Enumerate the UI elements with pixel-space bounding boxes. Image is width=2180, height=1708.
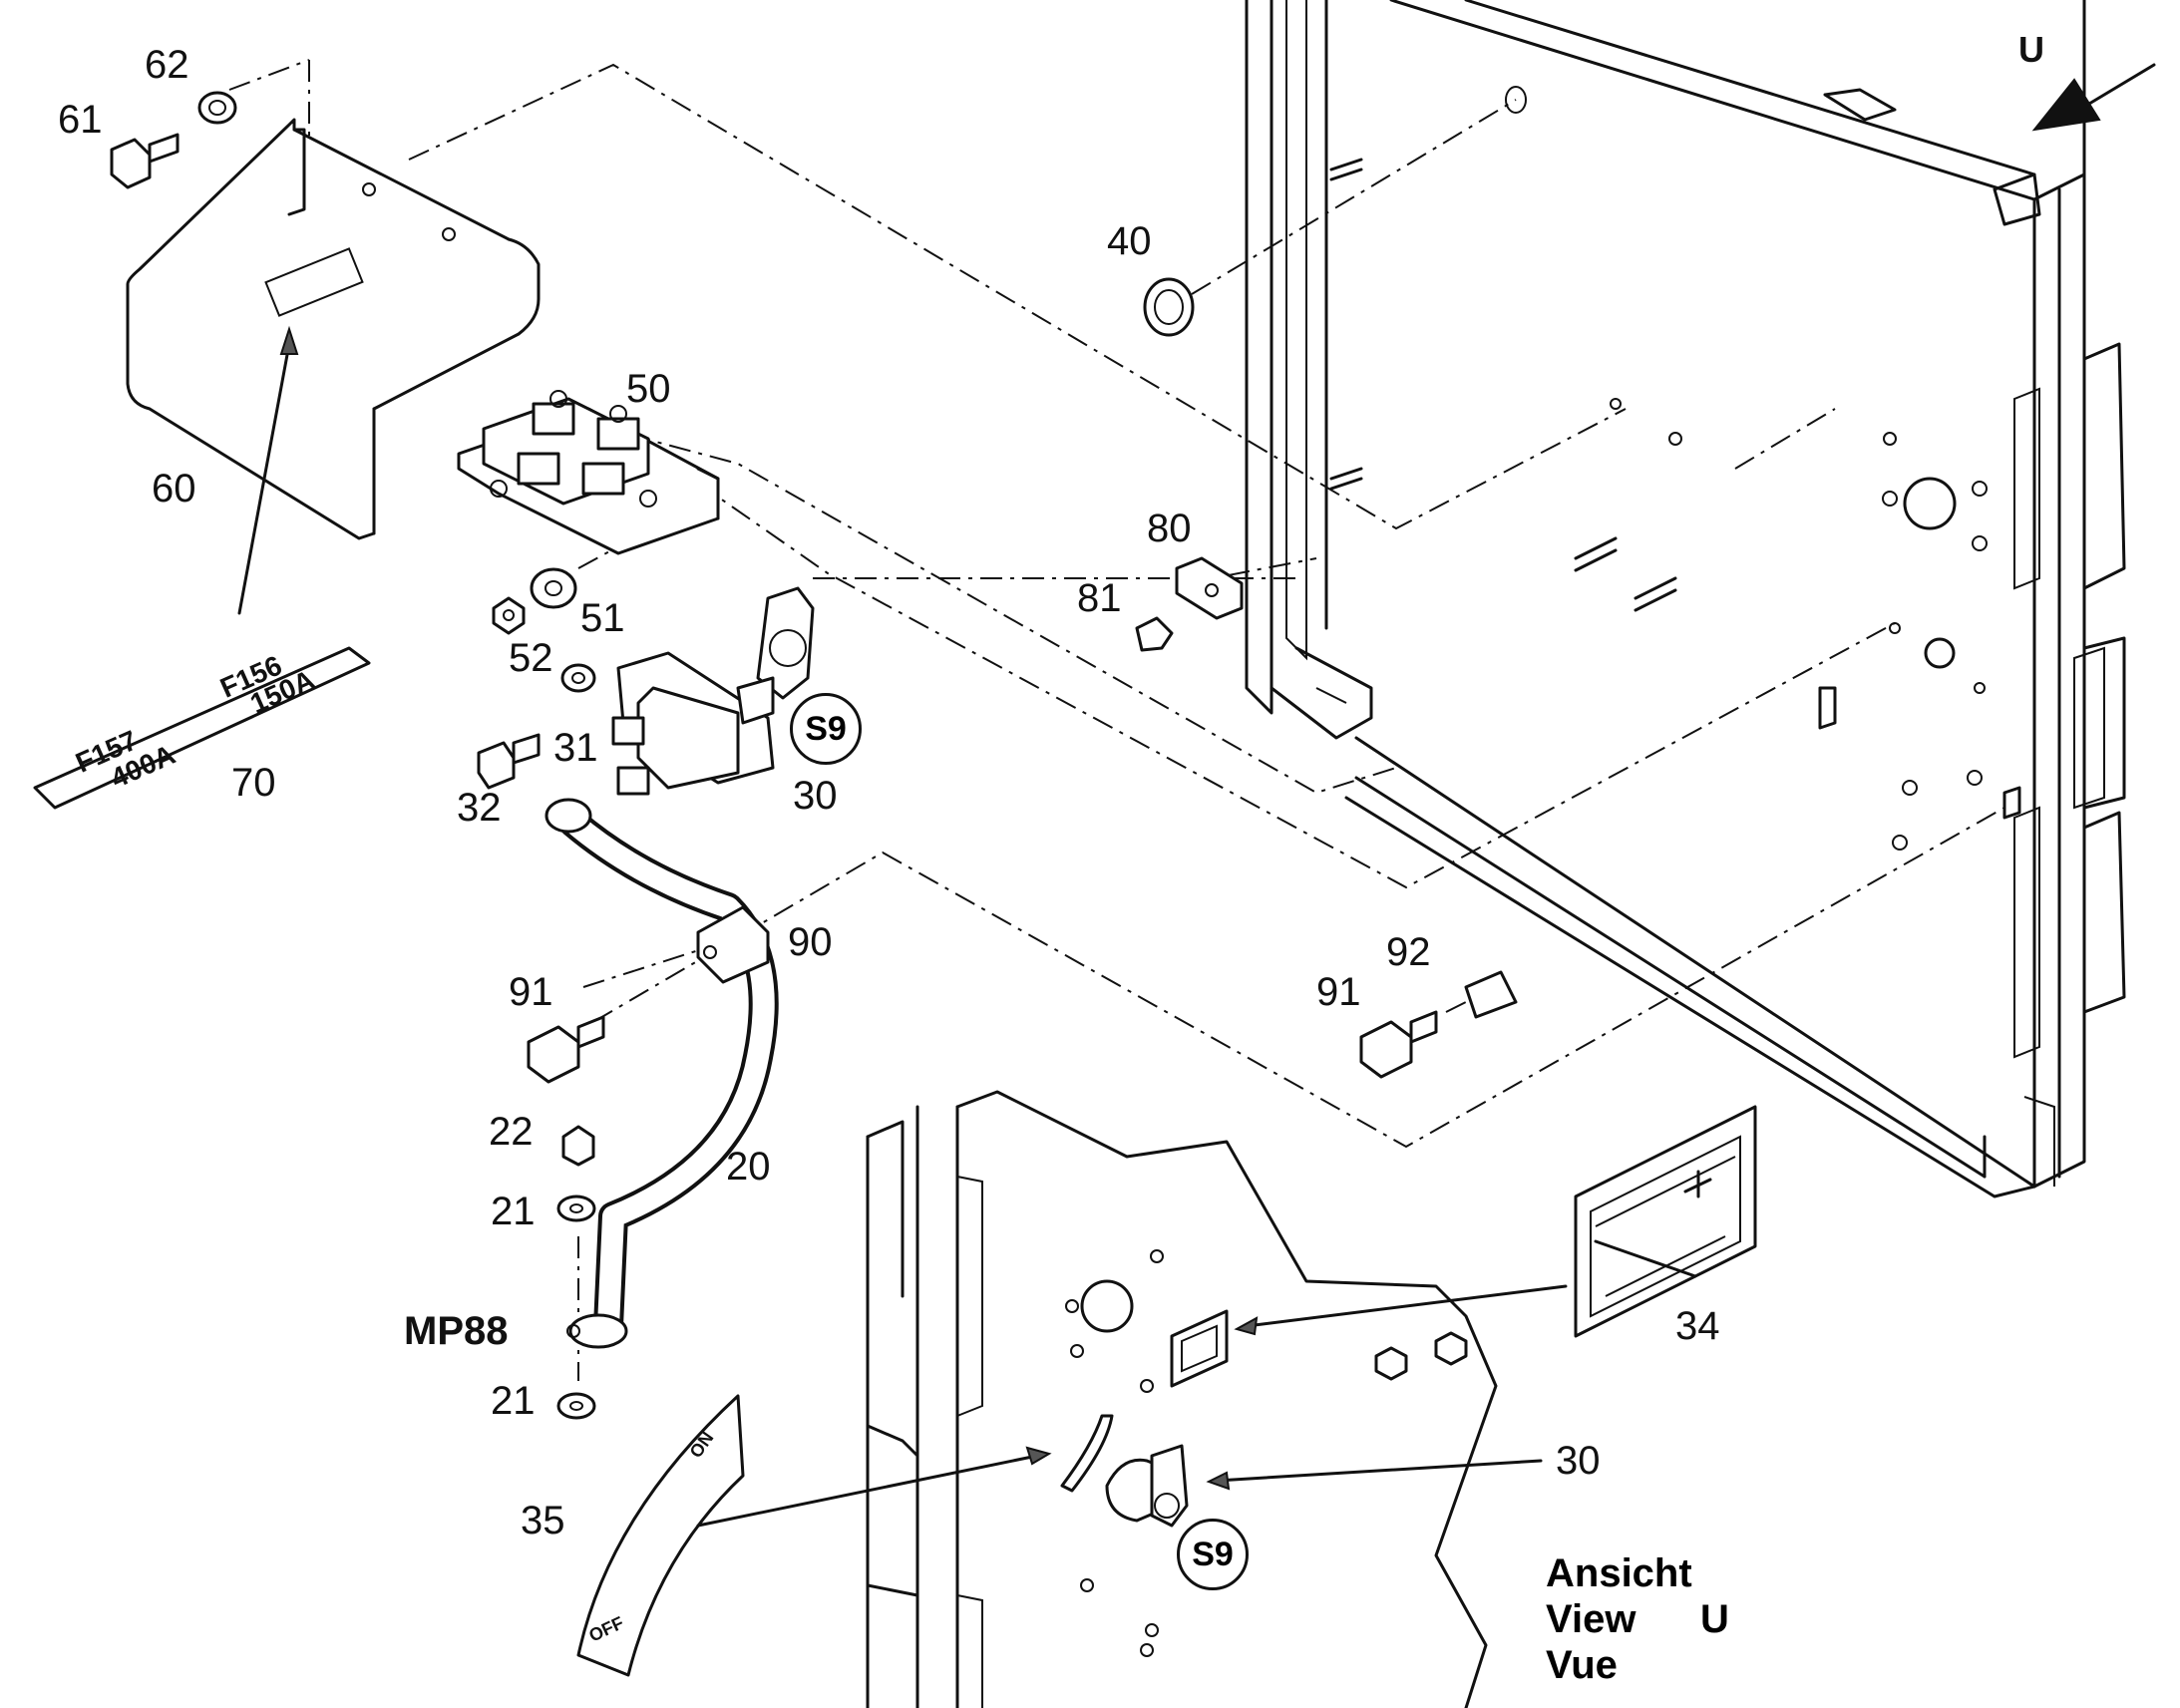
view-caption-fr: Vue — [1546, 1643, 1618, 1687]
enclosure-frame — [1245, 0, 2126, 1198]
battery-switch-part-30 — [611, 586, 815, 796]
callout-50: 50 — [626, 367, 671, 411]
callout-90: 90 — [788, 920, 833, 964]
cover-part-60 — [126, 118, 541, 540]
callout-31: 31 — [553, 726, 598, 770]
bolt-part-61 — [110, 133, 180, 189]
washer-part-62 — [197, 91, 237, 125]
washer-part-51 — [530, 567, 577, 609]
screw-part-91-left — [527, 1015, 605, 1084]
callout-30-top: 30 — [793, 774, 838, 818]
callout-21-lower: 21 — [491, 1379, 536, 1423]
screw-part-91-right — [1359, 1010, 1438, 1079]
callout-52: 52 — [509, 636, 553, 680]
clip-part-92 — [1464, 970, 1518, 1019]
switch-scale-part-35 — [576, 1394, 1052, 1677]
view-caption-de: Ansicht — [1546, 1551, 1692, 1595]
callout-60: 60 — [152, 467, 196, 511]
callout-32: 32 — [457, 786, 502, 830]
washer-part-31 — [560, 663, 596, 693]
view-u-arrow — [2031, 63, 2156, 132]
bracket-part-80 — [1175, 556, 1244, 620]
view-u-arrow-label: U — [2018, 29, 2044, 70]
washer-part-21-lower — [556, 1392, 596, 1420]
callout-30-bottom: 30 — [1556, 1439, 1601, 1483]
cable-part-20 — [545, 798, 779, 1349]
callout-35: 35 — [521, 1499, 565, 1542]
mp88-marker: MP88 — [404, 1309, 509, 1353]
view-caption-en: View — [1546, 1597, 1636, 1641]
nut-part-52 — [492, 596, 526, 635]
s9-marker-top: S9 — [790, 693, 862, 765]
callout-40: 40 — [1107, 219, 1152, 263]
callout-81: 81 — [1077, 576, 1122, 620]
callout-20: 20 — [726, 1145, 771, 1189]
callout-91-left: 91 — [509, 970, 553, 1014]
callout-34: 34 — [1675, 1304, 1720, 1348]
callout-91-right: 91 — [1316, 970, 1361, 1014]
washer-part-21-upper — [556, 1195, 596, 1222]
callout-62: 62 — [145, 43, 189, 87]
nut-part-22 — [561, 1125, 595, 1167]
screw-part-81 — [1135, 616, 1174, 652]
callout-80: 80 — [1147, 507, 1192, 550]
screw-part-32 — [477, 733, 541, 790]
callout-70: 70 — [231, 761, 276, 805]
view-u-detail — [866, 1090, 1543, 1708]
fuse-holder-part-50 — [457, 390, 720, 555]
battery-label-part-34 — [1234, 1105, 1757, 1338]
clip-part-90 — [696, 905, 770, 984]
callout-22: 22 — [489, 1110, 534, 1154]
label-plate-part-70 — [33, 325, 371, 810]
grommet-part-40 — [1143, 86, 1527, 337]
view-caption-letter: U — [1700, 1597, 1729, 1641]
s9-marker-bottom: S9 — [1177, 1519, 1249, 1590]
callout-21-upper: 21 — [491, 1190, 536, 1233]
callout-51: 51 — [580, 596, 625, 640]
callout-61: 61 — [58, 98, 103, 142]
callout-92: 92 — [1386, 930, 1431, 974]
